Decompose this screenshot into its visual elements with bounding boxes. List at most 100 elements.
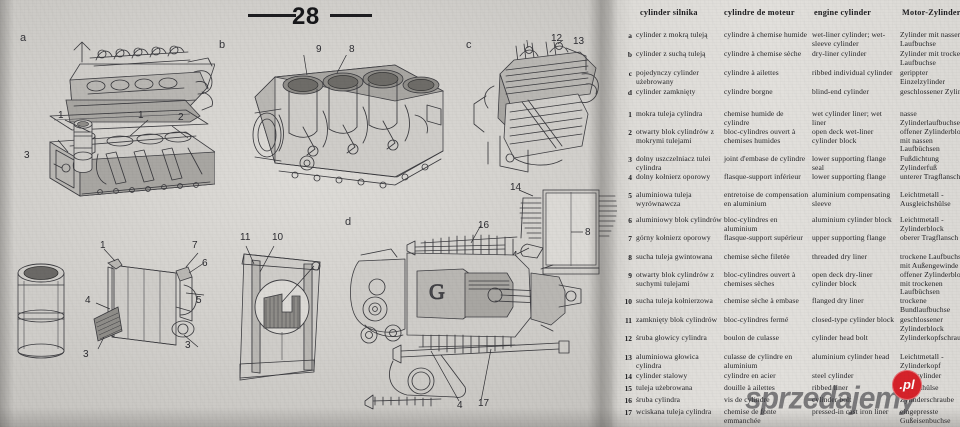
row-polish: aluminiowa głowica cylindra xyxy=(636,352,699,370)
row-polish: aluminiowy blok cylindrów xyxy=(636,215,722,224)
figure-d-drawing: G xyxy=(345,225,585,415)
heading-german: Motor-Zylinder xyxy=(902,8,960,17)
row-polish: mokra tuleja cylindra xyxy=(636,109,703,118)
row-polish: cylinder stalowy xyxy=(636,371,688,380)
callout-wl-1: 1 xyxy=(100,240,106,251)
row-french: chemise sèche filetée xyxy=(724,252,790,261)
terminology-table: cylinder silnika cylindre de moteur engi… xyxy=(614,0,960,427)
terminology-headings: cylinder silnika cylindre de moteur engi… xyxy=(614,8,960,24)
figure-a-drawing xyxy=(10,28,215,198)
heading-french: cylindre de moteur xyxy=(724,8,795,17)
callout-c-8: 8 xyxy=(585,227,591,238)
figure-letter-b: b xyxy=(219,39,226,51)
row-french: cylindre à ailettes xyxy=(724,68,779,77)
row-key: 15 xyxy=(624,384,632,393)
row-english: aluminium cylinder head xyxy=(812,352,890,361)
row-german: gerippter Einzelzylinder xyxy=(900,68,946,86)
figure-letter-a: a xyxy=(20,32,27,44)
row-polish: cylinder zamknięty xyxy=(636,87,696,96)
row-polish: tuleja użebrowana xyxy=(636,383,693,392)
row-english: cylinder head bolt xyxy=(812,333,868,342)
row-key: c xyxy=(628,69,632,78)
row-key: d xyxy=(627,88,632,97)
row-polish: sucha tuleja gwintowana xyxy=(636,252,713,261)
row-polish: cylinder z suchą tuleją xyxy=(636,49,706,58)
row-english: open deck dry-liner cylinder block xyxy=(812,270,873,288)
row-french: flasque-support supérieur xyxy=(724,233,803,242)
row-key: 5 xyxy=(628,191,632,200)
row-polish: górny kołnierz oporowy xyxy=(636,233,711,242)
row-polish: pojedynczy cylinder użebrowany xyxy=(636,68,699,86)
row-french: bloc-cylindres ouvert à chemises sèches xyxy=(724,270,796,288)
callout-b-8: 8 xyxy=(349,44,355,55)
callout-c-12: 12 xyxy=(551,33,563,44)
callout-cb-11: 11 xyxy=(240,232,251,243)
figure-closed-block-drawing xyxy=(230,240,340,395)
row-french: flasque-support inférieur xyxy=(724,172,801,181)
row-french: bloc-cylindres fermé xyxy=(724,315,789,324)
row-french: chemise sèche à embase xyxy=(724,296,799,305)
row-german: Stahlzylinder xyxy=(900,371,942,380)
row-polish: otwarty blok cylindrów z suchymi tulejam… xyxy=(636,270,715,288)
row-english: open deck wet-liner cylinder block xyxy=(812,127,874,145)
row-german: Zylinder mit nasser Laufbuchse xyxy=(900,30,960,48)
row-french: cylindre borgne xyxy=(724,87,773,96)
row-french: chemise de fonte emmanchée xyxy=(724,407,777,425)
row-french: bloc-cylindres en aluminium xyxy=(724,215,778,233)
row-french: vis de cylindre xyxy=(724,395,770,404)
row-english: lower supporting flange seal xyxy=(812,154,886,172)
callout-cb-10: 10 xyxy=(272,232,284,243)
row-german: Leichtmetall -Ausgleichshülse xyxy=(900,190,951,208)
row-polish: zamknięty blok cylindrów xyxy=(636,315,718,324)
right-page-panel xyxy=(612,0,960,427)
row-german: offener Zylinderblock mit nassen Laufbüc… xyxy=(900,127,960,154)
row-english: ribbed liner xyxy=(812,383,848,392)
row-polish: otwarty blok cy­lindrów z mokrymi tuleja… xyxy=(636,127,715,145)
row-polish: śruba cylindra xyxy=(636,395,681,404)
figure-letter-c: c xyxy=(466,39,472,51)
callout-b-9: 9 xyxy=(316,44,322,55)
callout-d-17: 17 xyxy=(478,398,490,409)
row-key: 12 xyxy=(624,334,632,343)
row-key: 1 xyxy=(628,110,632,119)
row-key: 17 xyxy=(624,408,632,417)
row-english: blind-end cylinder xyxy=(812,87,869,96)
header-rule-right xyxy=(330,14,372,17)
heading-polish: cylinder silnika xyxy=(640,8,698,17)
row-key: 6 xyxy=(628,216,632,225)
row-german: Rippenhülse xyxy=(900,383,939,392)
row-polish: dolny uszczelniacz tulei cylindra xyxy=(636,154,711,172)
figure-letter-d: d xyxy=(345,216,352,228)
heading-english: engine cylinder xyxy=(814,8,872,17)
row-french: chemise humide de cylindre xyxy=(724,109,784,127)
row-english: pressed-in cast iron liner xyxy=(812,407,889,416)
row-french: boulon de culasse xyxy=(724,333,780,342)
page-number: 28 xyxy=(292,3,320,30)
row-key: 14 xyxy=(624,372,632,381)
row-english: dry-liner cylinder xyxy=(812,49,867,58)
callout-a-1: 1 xyxy=(58,110,64,121)
row-french: joint d'embase de cylindre xyxy=(724,154,806,163)
row-french: cylindre à chemise humide xyxy=(724,30,808,39)
row-french: culasse de cylindre en aluminium xyxy=(724,352,793,370)
svg-text:G: G xyxy=(429,279,445,304)
callout-wl-6: 6 xyxy=(202,258,208,269)
row-english: aluminium cylinder block xyxy=(812,215,892,224)
row-english: steel cylinder xyxy=(812,371,854,380)
row-french: cylindre à chemise sèche xyxy=(724,49,802,58)
callout-a-2: 2 xyxy=(178,112,184,123)
row-key: 9 xyxy=(628,271,632,280)
callout-wl-5: 5 xyxy=(196,295,202,306)
callout-a-1b: 1 xyxy=(138,110,144,121)
callout-c-13: 13 xyxy=(573,36,585,47)
row-english: threaded dry liner xyxy=(812,252,868,261)
row-german: geschlossener Zylinder xyxy=(900,87,960,96)
row-german: unterer Tragflansch xyxy=(900,172,960,181)
row-english: lower supporting flange xyxy=(812,172,886,181)
row-key: 2 xyxy=(628,128,632,137)
row-french: bloc-cylindres ouvert à chemises humides xyxy=(724,127,796,145)
row-key: 7 xyxy=(628,234,632,243)
row-english: wet-liner cylinder; wet-sleeve cylinder xyxy=(812,30,886,48)
row-english: wet cylinder liner; wet liner xyxy=(812,109,882,127)
